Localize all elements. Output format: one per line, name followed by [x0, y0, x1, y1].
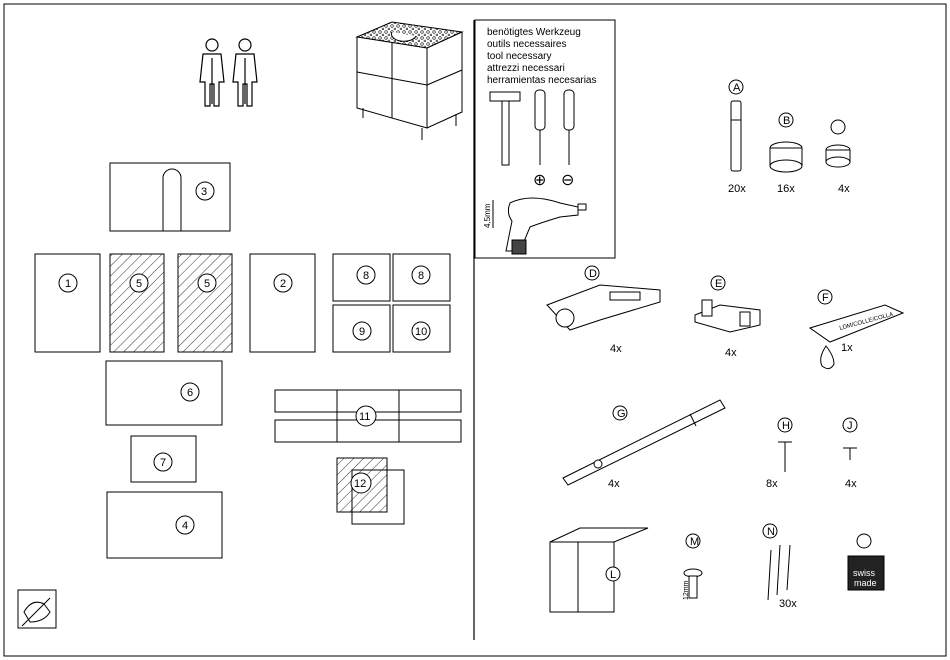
part-C-qty: 4x — [838, 183, 850, 195]
panel-3-label: 3 — [201, 186, 207, 198]
hinge-plate-E-icon — [695, 276, 760, 332]
tool-line-2: outils necessaires — [487, 39, 566, 50]
panel-2 — [250, 254, 315, 352]
part-D-letter: D — [589, 268, 597, 280]
panel-11-label: 11 — [359, 411, 370, 423]
part-H-letter: H — [782, 420, 790, 432]
tool-line-3: tool necessary — [487, 51, 551, 62]
panel-2-label: 2 — [280, 278, 286, 290]
badge-made: made — [854, 578, 877, 588]
part-M-length: 12mm — [683, 580, 690, 600]
part-E-qty: 4x — [725, 347, 737, 359]
part-D-qty: 4x — [610, 343, 622, 355]
tool-line-1: benötigtes Werkzeug — [487, 27, 581, 38]
cabinet-preview-icon — [357, 22, 462, 140]
part-F-letter: F — [822, 292, 829, 304]
panel-5b-label: 5 — [204, 278, 210, 290]
part-E-letter: E — [715, 278, 722, 290]
cam-cap-C-icon — [826, 120, 850, 167]
tools-box: benötigtes Werkzeug outils necessaires t… — [475, 20, 615, 258]
panel-12 — [337, 458, 404, 524]
part-N-qty: 30x — [779, 598, 797, 610]
panel-1 — [35, 254, 100, 352]
flat-screwdriver-icon — [564, 90, 574, 165]
panel-8a — [333, 254, 390, 301]
part-A-qty: 20x — [728, 183, 746, 195]
minus-symbol: ⊖ — [561, 172, 574, 189]
drill-bit-size: 4,5mm — [483, 203, 492, 228]
panel-5a-label: 5 — [136, 278, 142, 290]
part-N-letter: N — [767, 526, 775, 538]
panel-6 — [106, 361, 222, 425]
panel-9-label: 9 — [359, 326, 365, 338]
badge-swiss: swiss — [853, 568, 875, 578]
panel-4-label: 4 — [182, 520, 188, 532]
panel-6-label: 6 — [187, 387, 193, 399]
phillips-screwdriver-icon — [535, 90, 545, 165]
panel-8b-label: 8 — [418, 270, 424, 282]
panel-10-label: 10 — [415, 326, 427, 338]
two-person-icon — [200, 39, 257, 106]
part-G-qty: 4x — [608, 478, 620, 490]
part-J-letter: J — [847, 420, 853, 432]
panel-3 — [110, 163, 230, 231]
part-B-qty: 16x — [777, 183, 795, 195]
hinge-D-icon — [547, 266, 660, 330]
part-B-letter: B — [783, 115, 790, 127]
panel-4 — [107, 492, 222, 558]
panel-1-label: 1 — [65, 278, 71, 290]
hammer-icon — [490, 92, 520, 165]
part-L-letter: L — [610, 569, 616, 581]
tool-line-4: attrezzi necessari — [487, 63, 565, 74]
part-M-letter: M — [690, 536, 699, 548]
tool-line-5: herramientas necesarias — [487, 75, 597, 86]
shelf-L-icon — [550, 528, 648, 612]
part-F-qty: 1x — [841, 342, 853, 354]
plus-symbol: ⊕ — [533, 172, 546, 189]
cleaning-hand-icon — [18, 590, 56, 628]
panel-5b — [178, 254, 232, 352]
drawer-runner-G-icon — [563, 400, 725, 485]
drill-icon — [493, 198, 586, 254]
part-H-qty: 8x — [766, 478, 778, 490]
part-G-letter: G — [617, 408, 626, 420]
panel-12-label: 12 — [354, 478, 366, 490]
panel-8a-label: 8 — [363, 270, 369, 282]
panel-7-label: 7 — [160, 457, 166, 469]
panel-5a — [110, 254, 164, 352]
part-J-qty: 4x — [845, 478, 857, 490]
part-A-letter: A — [733, 82, 741, 94]
